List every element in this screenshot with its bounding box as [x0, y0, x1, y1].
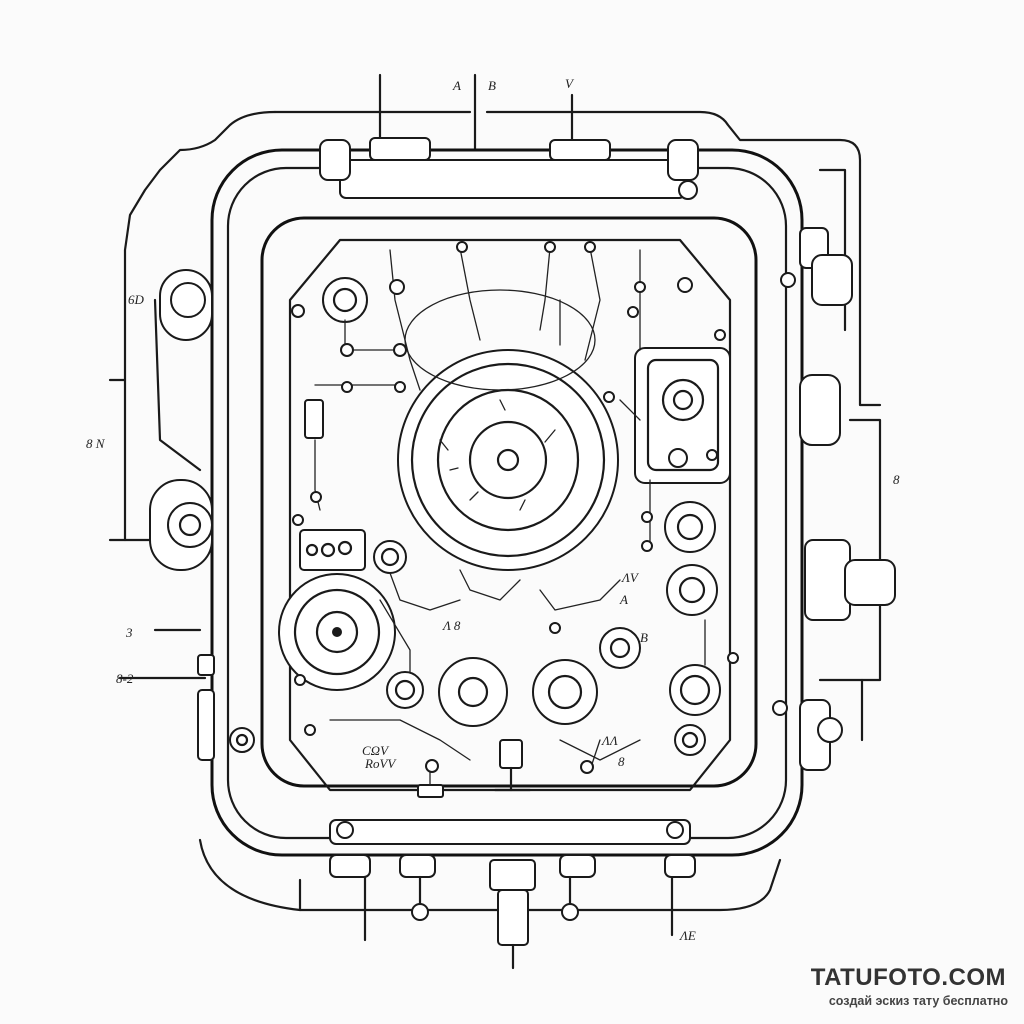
- right-side-components: [772, 227, 896, 771]
- central-rotor: [397, 289, 619, 571]
- label-inner-6: RoVV: [364, 756, 397, 771]
- label-inner-3: Λ 8: [441, 618, 461, 633]
- bottom-valve: [417, 739, 532, 798]
- right-module: [634, 347, 731, 484]
- watermark-title: TATUFOTO.COM: [810, 964, 1006, 991]
- label-inner-4: B: [640, 630, 648, 645]
- label-right-1: 8: [893, 472, 900, 487]
- label-top-3: V: [565, 76, 575, 91]
- label-inner-1: ΛV: [620, 570, 640, 585]
- label-left-2: 8 N: [86, 436, 106, 451]
- left-side-components: [149, 269, 215, 761]
- bottom-connector: [411, 859, 579, 970]
- label-inner-7: ΛΛ: [600, 733, 618, 748]
- label-inner-2: A: [619, 592, 628, 607]
- junction-nodes: [291, 241, 739, 774]
- label-inner-5: СΩV: [362, 743, 390, 758]
- label-top-2: B: [488, 78, 496, 93]
- mounting-lugs: [319, 137, 699, 878]
- label-bottom-1: ΛЕ: [678, 928, 696, 943]
- label-left-4: 8-2: [116, 671, 134, 686]
- label-left-3: 3: [125, 625, 133, 640]
- left-dial: [278, 573, 396, 691]
- internal-wiring: [314, 247, 706, 786]
- schematic-labels: A B V 6D 8 N 3 8-2 8 ΛV A Λ 8 B СΩV RoVV…: [86, 76, 900, 943]
- label-left-1: 6D: [128, 292, 145, 307]
- indicator-cluster: [229, 277, 721, 756]
- label-inner-8: 8: [618, 754, 625, 769]
- label-top-1: A: [452, 78, 461, 93]
- watermark-subtitle: создай эскиз тату бесплатно: [828, 994, 1008, 1008]
- left-control-block: [299, 399, 366, 571]
